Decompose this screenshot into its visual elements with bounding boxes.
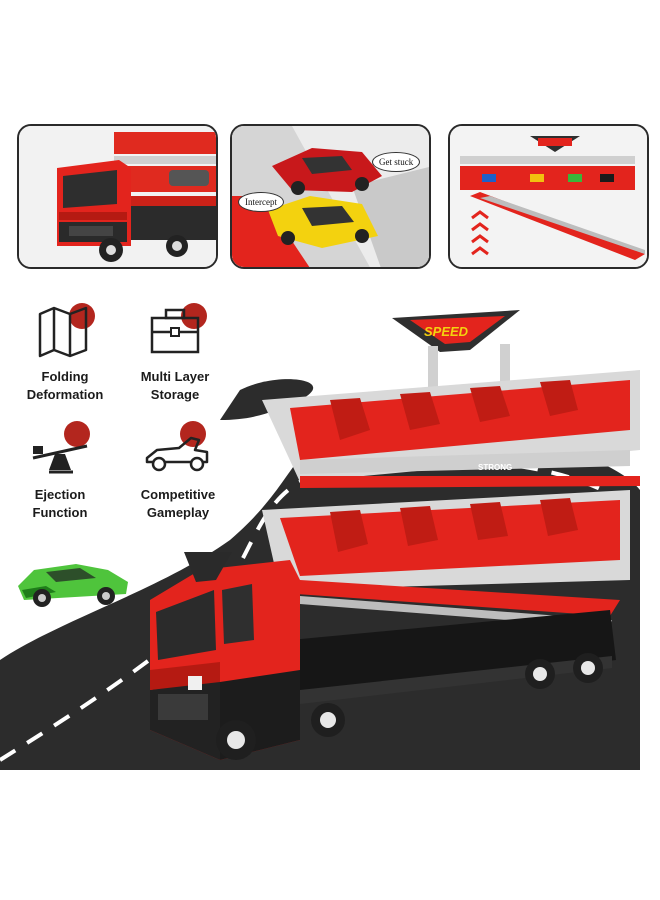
feature-label: Competitive Gameplay	[140, 487, 216, 520]
ramp-track-image	[450, 126, 647, 267]
panel-cars-jump: Intercept Get stuck	[230, 124, 431, 269]
speed-logo-text: SPEED	[424, 324, 469, 339]
speed-logo: SPEED	[392, 310, 520, 352]
callout-intercept: Intercept	[238, 192, 284, 212]
lower-ramp	[296, 580, 620, 616]
truck-product-image: SPEED STRONG	[0, 310, 652, 770]
toolbox-icon	[140, 300, 210, 360]
green-toy-car	[18, 564, 128, 607]
seesaw-icon	[25, 418, 95, 478]
feature-label: Multi Layer Storage	[140, 369, 210, 402]
folding-map-icon	[30, 300, 100, 360]
feature-multi-layer-storage: Multi Layer Storage	[115, 300, 235, 404]
feature-ejection-function: Ejection Function	[0, 418, 120, 522]
truck-cab	[150, 552, 300, 760]
panel-ramp-track	[448, 124, 649, 269]
upper-ramp	[290, 380, 630, 460]
feature-label: Ejection Function	[32, 487, 88, 520]
trailer-base	[290, 610, 616, 700]
feature-folding-deformation: Folding Deformation	[5, 300, 125, 404]
ramp-strong-text: STRONG	[478, 463, 512, 472]
callout-get-stuck: Get stuck	[372, 152, 421, 172]
feature-competitive-gameplay: Competitive Gameplay	[118, 418, 238, 522]
panel-truck-front	[17, 124, 218, 269]
feature-label: Folding Deformation	[26, 369, 104, 402]
middle-ramp	[280, 500, 620, 576]
truck-front-image	[19, 126, 216, 267]
race-car-icon	[143, 418, 213, 478]
